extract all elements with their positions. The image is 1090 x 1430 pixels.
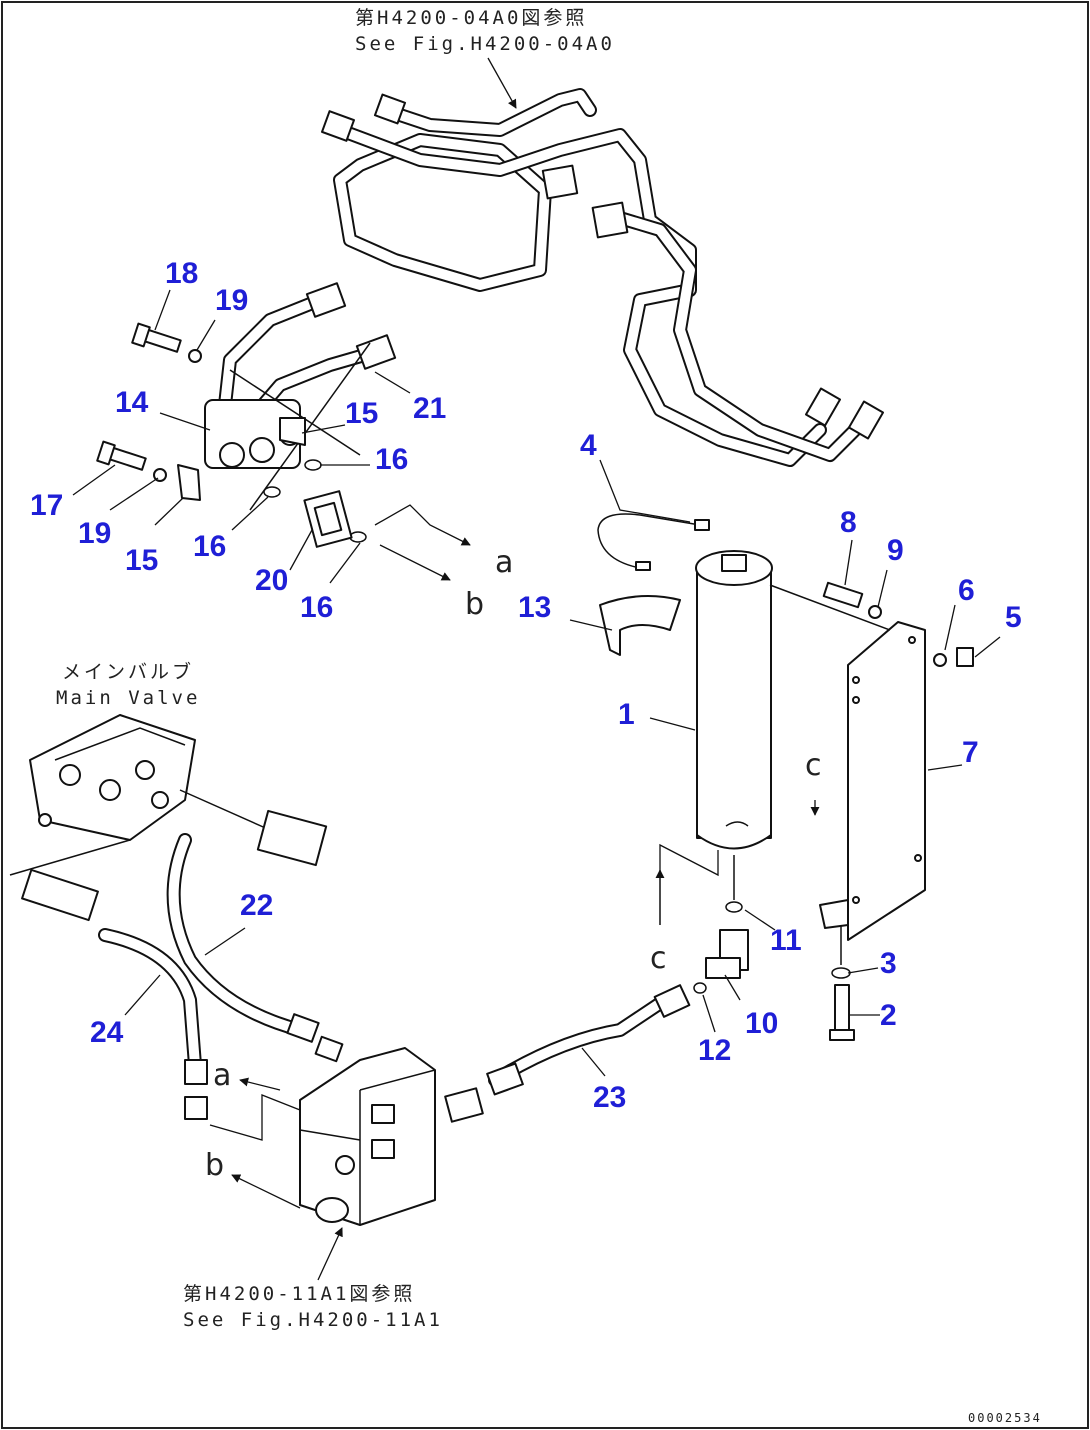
fitting-22-nut — [314, 1035, 344, 1063]
ref-top-en: See Fig.H4200-04A0 — [355, 33, 615, 55]
bracket-7 — [819, 621, 926, 941]
callout-24: 24 — [90, 1016, 124, 1049]
lower-valve-block — [299, 1047, 436, 1226]
callout-12: 12 — [698, 1034, 731, 1067]
fitting-23-right — [653, 984, 691, 1018]
main-valve — [9, 714, 271, 876]
ref-top-jp: 第H4200-04A0図参照 — [355, 7, 587, 29]
callout-17: 17 — [30, 489, 63, 522]
callout-22: 22 — [240, 889, 273, 922]
fitting-24-end — [184, 1059, 208, 1085]
callout-8: 8 — [840, 506, 857, 539]
arrow-c-left-path — [659, 843, 719, 925]
callout-2: 2 — [880, 999, 897, 1032]
arrow-a-lower-path — [209, 1094, 301, 1141]
bolt-18 — [131, 322, 182, 353]
mark-b-lower: b — [205, 1148, 224, 1183]
arrow-b-lower — [231, 1174, 301, 1209]
mount-line-upper — [769, 584, 891, 631]
drawing-code: 00002534 — [968, 1411, 1042, 1425]
elbow-10 — [705, 929, 749, 979]
oring-11 — [725, 901, 743, 913]
callout-16: 16 — [375, 443, 408, 476]
fitting-22-end — [286, 1013, 320, 1043]
callout-6: 6 — [958, 574, 975, 607]
bolt-8 — [822, 581, 864, 609]
callout-19-lower: 19 — [78, 517, 111, 550]
oring-12 — [693, 982, 707, 994]
callout-11: 11 — [770, 924, 802, 957]
mark-c-left: c — [650, 941, 667, 976]
ref-main-valve-jp: メインバルブ — [62, 660, 194, 683]
bolt-2 — [829, 984, 855, 1041]
arrow-a-lower — [239, 1077, 281, 1091]
callout-13: 13 — [518, 591, 551, 624]
washer-3 — [831, 967, 851, 979]
adapter-main-valve-left — [21, 868, 99, 922]
fitting-23-left — [486, 1062, 524, 1096]
oring-16a — [304, 459, 322, 471]
bolt-17 — [96, 440, 147, 471]
callout-9: 9 — [887, 534, 904, 567]
sensor-4 — [597, 513, 710, 571]
callout-10: 10 — [745, 1007, 778, 1040]
ref-bottom-arrow — [317, 1227, 343, 1281]
tank-1 — [695, 550, 773, 850]
fitting-24-nut — [184, 1096, 208, 1120]
washer-9 — [868, 605, 882, 619]
ref-bottom-en: See Fig.H4200-11A1 — [183, 1309, 443, 1331]
callout-16-lower: 16 — [300, 591, 333, 624]
washer-19a — [188, 349, 202, 363]
arrow-b-upper — [379, 544, 451, 581]
adapter-lower-block — [444, 1087, 484, 1123]
callout-15-lower: 15 — [125, 544, 158, 577]
clamp-15c — [177, 464, 201, 501]
ref-top-arrow — [487, 57, 517, 109]
callout-14: 14 — [115, 386, 149, 419]
clamp-15a — [279, 417, 306, 446]
arrow-a-upper — [374, 504, 471, 546]
callout-7: 7 — [962, 736, 979, 769]
block-14-assembly — [204, 282, 397, 511]
band-13 — [599, 595, 681, 656]
adapter-main-valve-right — [256, 809, 328, 867]
callout-3: 3 — [880, 947, 897, 980]
callout-leaders — [72, 289, 1001, 1077]
callout-18: 18 — [165, 257, 198, 290]
washer-6 — [933, 653, 947, 667]
mark-b-upper: b — [465, 587, 484, 622]
callout-19: 19 — [215, 284, 248, 317]
oring-16b — [263, 486, 281, 498]
ref-main-valve-en: Main Valve — [56, 687, 200, 709]
upper-pipe-assembly — [321, 88, 885, 467]
nut-5 — [956, 647, 974, 667]
mark-c-right: c — [805, 748, 822, 783]
callout-23: 23 — [593, 1081, 626, 1114]
callout-1: 1 — [618, 698, 635, 731]
callout-5: 5 — [1005, 601, 1022, 634]
mark-a-lower: a — [213, 1058, 231, 1093]
mark-a-upper: a — [495, 545, 513, 580]
ref-bottom-jp: 第H4200-11A1図参照 — [183, 1283, 415, 1305]
callout-4: 4 — [580, 429, 597, 462]
callout-15: 15 — [345, 397, 378, 430]
callout-16-left: 16 — [193, 530, 226, 563]
callout-20: 20 — [255, 564, 288, 597]
callout-21: 21 — [413, 392, 446, 425]
flange-20 — [303, 490, 353, 548]
